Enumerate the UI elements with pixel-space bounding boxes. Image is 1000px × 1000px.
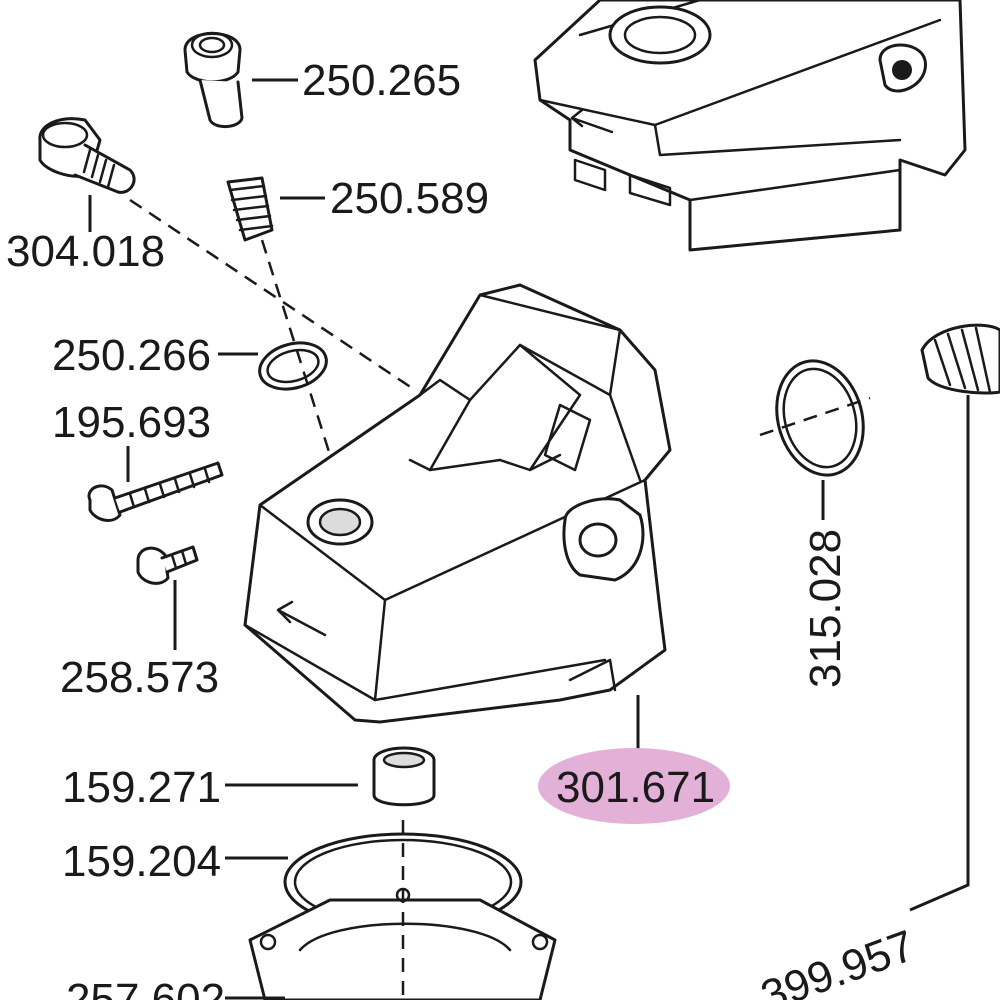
spring-250589-drawing bbox=[226, 176, 274, 242]
part-label-250589[interactable]: 250.589 bbox=[330, 174, 489, 223]
oring-250266-drawing bbox=[258, 341, 328, 391]
part-label-250266[interactable]: 250.266 bbox=[52, 331, 211, 380]
screw-258573-drawing bbox=[136, 545, 199, 585]
bush-159271-drawing bbox=[372, 746, 436, 807]
part-label-159271[interactable]: 159.271 bbox=[62, 763, 221, 812]
part-label-315028[interactable]: 315.028 bbox=[801, 529, 850, 688]
gasket-257602-drawing bbox=[248, 887, 557, 1000]
highlight-ellipse bbox=[538, 748, 730, 824]
gear-housing-drawing bbox=[243, 283, 672, 724]
screw-304018-drawing bbox=[38, 117, 136, 194]
part-label-399957[interactable]: 399.957 bbox=[755, 921, 921, 1000]
part-label-304018[interactable]: 304.018 bbox=[6, 227, 165, 276]
part-label-301671[interactable]: 301.671 bbox=[556, 763, 715, 812]
part-label-250265[interactable]: 250.265 bbox=[302, 56, 461, 105]
gear-399957-drawing bbox=[920, 323, 1000, 395]
part-label-258573[interactable]: 258.573 bbox=[60, 653, 219, 702]
screw-195693-drawing bbox=[87, 461, 224, 522]
leader-lines bbox=[88, 78, 970, 1000]
part-label-159204[interactable]: 159.204 bbox=[62, 837, 221, 886]
part-label-195693[interactable]: 195.693 bbox=[52, 398, 211, 447]
part-label-257602[interactable]: 257.602 bbox=[66, 975, 225, 1000]
upper-housing-drawing bbox=[533, 0, 967, 252]
plug-250265-drawing bbox=[183, 31, 244, 128]
assembly-axes bbox=[129, 198, 871, 1000]
oring-315028-drawing bbox=[775, 359, 865, 477]
